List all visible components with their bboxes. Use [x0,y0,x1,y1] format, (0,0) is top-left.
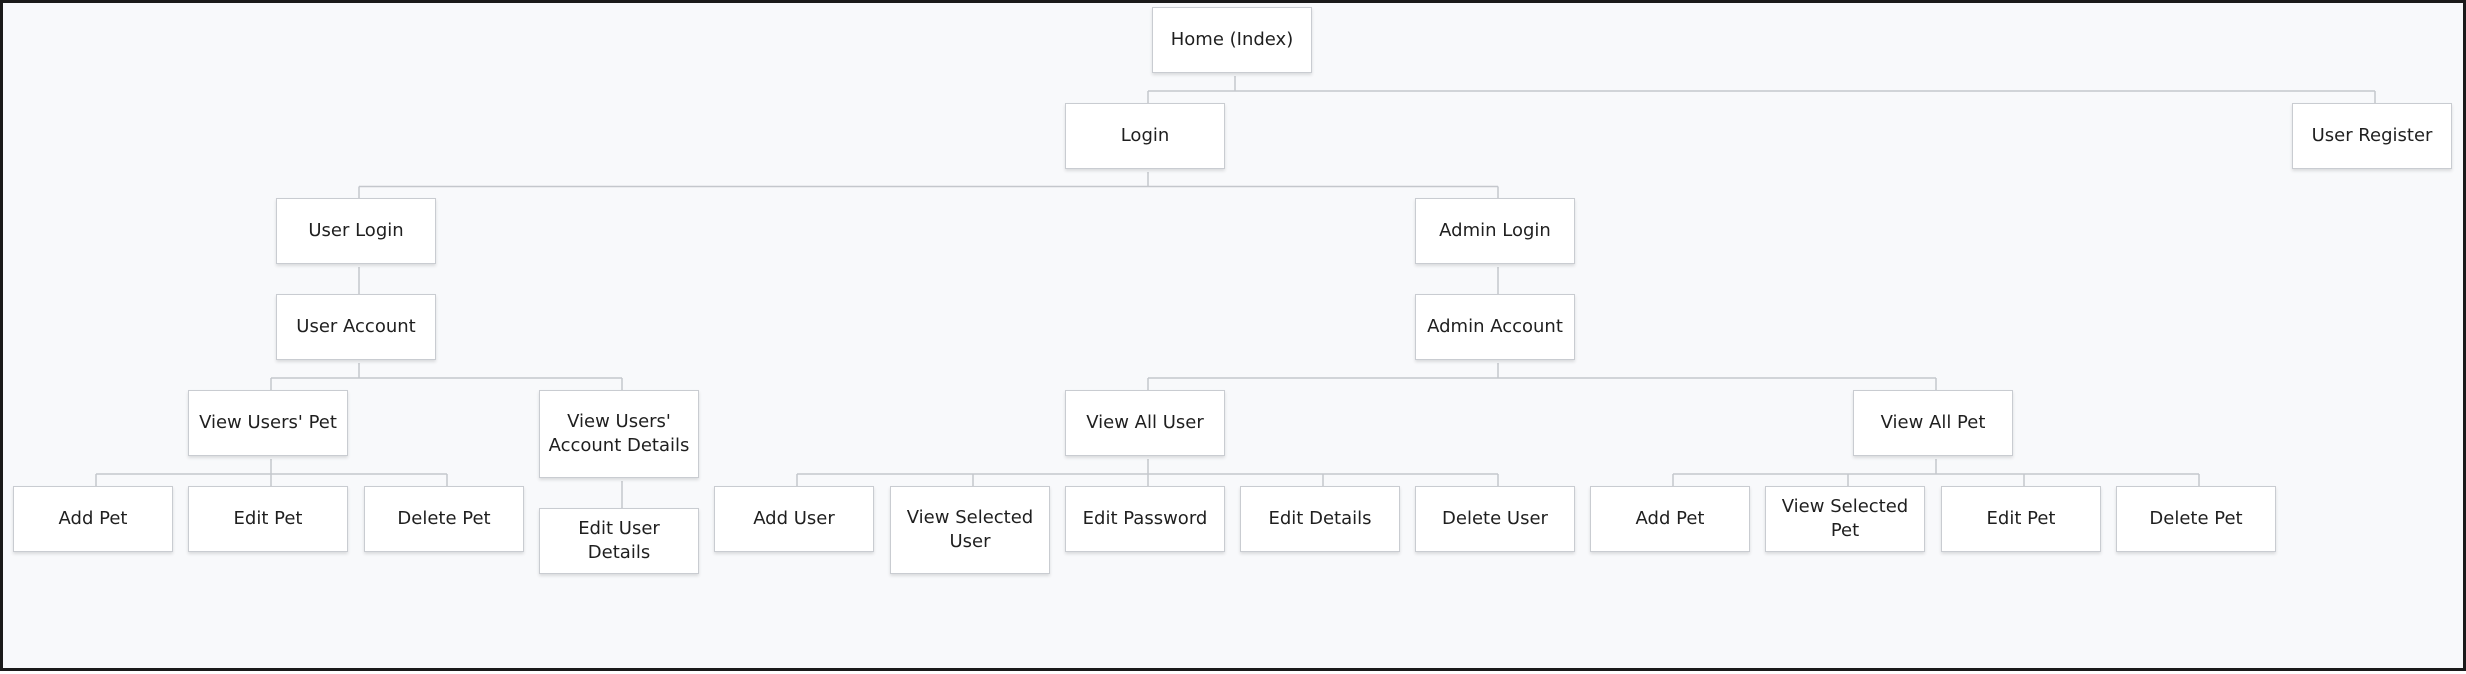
node-login: Login [1065,103,1225,169]
node-edit-password: Edit Password [1065,486,1225,552]
node-label: Edit Details [1268,508,1372,529]
node-label: Add Pet [58,508,128,529]
node-label: Edit Pet [233,508,303,529]
node-edit-details: Edit Details [1240,486,1400,552]
node-admin-login: Admin Login [1415,198,1575,264]
node-label: View Selected Pet [1781,496,1909,541]
node-add-user: Add User [714,486,874,552]
node-view-users-account-details: View Users' Account Details [539,390,699,478]
node-view-all-user: View All User [1065,390,1225,456]
node-label: Home (Index) [1170,29,1294,50]
node-label: Add Pet [1635,508,1705,529]
node-view-users-pet: View Users' Pet [188,390,348,456]
node-add-pet: Add Pet [13,486,173,552]
node-delete-pet-admin: Delete Pet [2116,486,2276,552]
node-label: User Register [2311,125,2433,146]
node-edit-pet-admin: Edit Pet [1941,486,2101,552]
node-label: View Users' Pet [199,412,337,433]
node-home: Home (Index) [1152,7,1312,73]
node-add-pet-admin: Add Pet [1590,486,1750,552]
node-label: Edit Password [1082,508,1208,529]
node-view-all-pet: View All Pet [1853,390,2013,456]
node-user-register: User Register [2292,103,2452,169]
node-label: Delete Pet [2149,508,2243,529]
node-label: Add User [753,508,835,529]
node-delete-pet: Delete Pet [364,486,524,552]
node-view-selected-user: View Selected User [890,486,1050,574]
node-view-selected-pet: View Selected Pet [1765,486,1925,552]
node-label: View All User [1086,412,1204,433]
node-label: Delete Pet [397,508,491,529]
node-user-login: User Login [276,198,436,264]
node-edit-user-details: Edit User Details [539,508,699,574]
node-admin-account: Admin Account [1415,294,1575,360]
node-label: Login [1120,125,1170,146]
node-label: User Account [296,316,416,337]
node-label: View Selected User [906,507,1034,552]
node-user-account: User Account [276,294,436,360]
node-label: Edit Pet [1986,508,2056,529]
node-label: View All Pet [1880,412,1986,433]
node-edit-pet: Edit Pet [188,486,348,552]
node-label: Edit User Details [578,518,660,563]
node-label: Admin Account [1427,316,1563,337]
node-delete-user: Delete User [1415,486,1575,552]
node-label: View Users' Account Details [548,411,690,456]
node-label: Delete User [1442,508,1548,529]
node-label: Admin Login [1439,220,1551,241]
node-label: User Login [308,220,404,241]
